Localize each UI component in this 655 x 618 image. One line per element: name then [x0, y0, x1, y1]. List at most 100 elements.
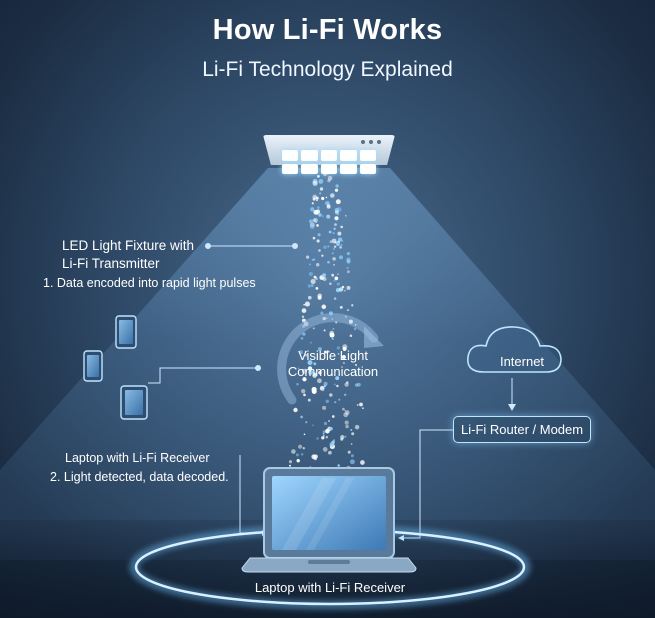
data-particle	[303, 321, 309, 327]
data-particle	[321, 436, 325, 440]
data-particle	[318, 213, 322, 217]
data-particle	[329, 193, 335, 198]
vlc-label-line1: Visible Light	[298, 348, 368, 363]
data-particle	[323, 350, 327, 354]
data-particle	[347, 450, 351, 454]
data-particle	[322, 273, 326, 277]
data-particle	[342, 407, 345, 411]
data-particle	[327, 350, 330, 353]
data-particle	[312, 218, 317, 223]
data-particle	[327, 215, 331, 218]
data-particle	[360, 460, 365, 465]
data-particle	[343, 412, 349, 418]
router-connector	[398, 429, 453, 541]
data-particle	[313, 217, 318, 223]
data-particle	[331, 415, 335, 418]
data-particle	[302, 447, 305, 450]
data-particle	[309, 224, 315, 230]
data-particle	[337, 352, 340, 355]
data-particle	[311, 202, 314, 205]
data-particle	[346, 381, 349, 384]
data-particle	[300, 415, 303, 419]
data-particle	[303, 303, 306, 306]
data-particle	[323, 421, 328, 426]
data-particle	[354, 424, 360, 430]
data-particle	[354, 370, 357, 373]
data-particle	[304, 301, 310, 307]
data-particle	[345, 424, 349, 429]
transmitter-connector	[205, 243, 298, 249]
data-particle	[333, 383, 336, 386]
data-particle	[320, 311, 324, 315]
data-particle	[332, 257, 336, 261]
data-particle	[305, 255, 310, 259]
data-particle-stream	[288, 171, 365, 473]
receiver-label: Laptop with Li-Fi Receiver	[65, 451, 210, 465]
data-particle	[336, 346, 341, 350]
data-particle	[336, 282, 340, 286]
data-particle	[327, 419, 331, 423]
data-particle	[333, 227, 336, 231]
data-particle	[304, 350, 307, 353]
data-particle	[342, 346, 347, 351]
data-particle	[350, 442, 353, 445]
data-particle	[317, 175, 320, 178]
data-particle	[346, 285, 351, 290]
data-particle	[344, 435, 347, 438]
data-particle	[301, 308, 307, 313]
data-particle	[325, 200, 330, 206]
data-particle	[312, 373, 317, 378]
data-particle	[351, 304, 354, 307]
data-particle	[351, 432, 355, 436]
data-particle	[329, 282, 332, 285]
data-particle	[339, 255, 343, 260]
data-particle	[325, 435, 329, 439]
data-particle	[323, 329, 326, 332]
led-panel	[282, 150, 376, 174]
data-particle	[328, 450, 332, 455]
data-particle	[354, 373, 358, 377]
data-particle	[333, 279, 336, 282]
data-particle	[321, 254, 324, 257]
step1-label: 1. Data encoded into rapid light pulses	[43, 276, 256, 290]
data-particle	[317, 295, 322, 300]
data-particle	[329, 240, 333, 244]
data-particle	[301, 389, 306, 394]
data-particle	[335, 321, 338, 324]
data-particle	[339, 246, 342, 249]
data-particle	[296, 382, 299, 386]
data-particle	[334, 276, 339, 281]
data-particle	[333, 439, 336, 442]
data-particle	[328, 230, 332, 234]
data-particle	[333, 263, 336, 266]
data-particle	[301, 368, 304, 371]
internet-arrow	[508, 378, 516, 411]
data-particle	[321, 304, 327, 310]
data-particle	[329, 332, 335, 338]
data-particle	[289, 464, 291, 467]
data-particle	[301, 318, 306, 323]
data-particle	[316, 224, 319, 227]
data-particle	[313, 275, 317, 279]
data-particle	[305, 421, 308, 424]
data-particle	[349, 334, 353, 337]
data-particle	[346, 257, 351, 262]
data-particle	[315, 209, 321, 214]
data-particle	[336, 212, 340, 216]
data-particle	[322, 434, 325, 437]
data-particle	[347, 309, 349, 312]
data-particle	[342, 361, 346, 365]
data-particle	[337, 231, 342, 236]
data-particle	[301, 315, 305, 318]
data-particle	[328, 311, 333, 316]
data-particle	[331, 273, 335, 277]
data-particle	[316, 239, 320, 243]
data-particle	[355, 364, 357, 366]
laptop-icon	[241, 467, 417, 573]
data-particle	[338, 237, 343, 242]
data-particle	[340, 225, 344, 229]
data-particle	[316, 437, 319, 440]
data-particle	[344, 214, 347, 217]
data-particle	[329, 393, 333, 397]
data-particle	[308, 271, 313, 277]
